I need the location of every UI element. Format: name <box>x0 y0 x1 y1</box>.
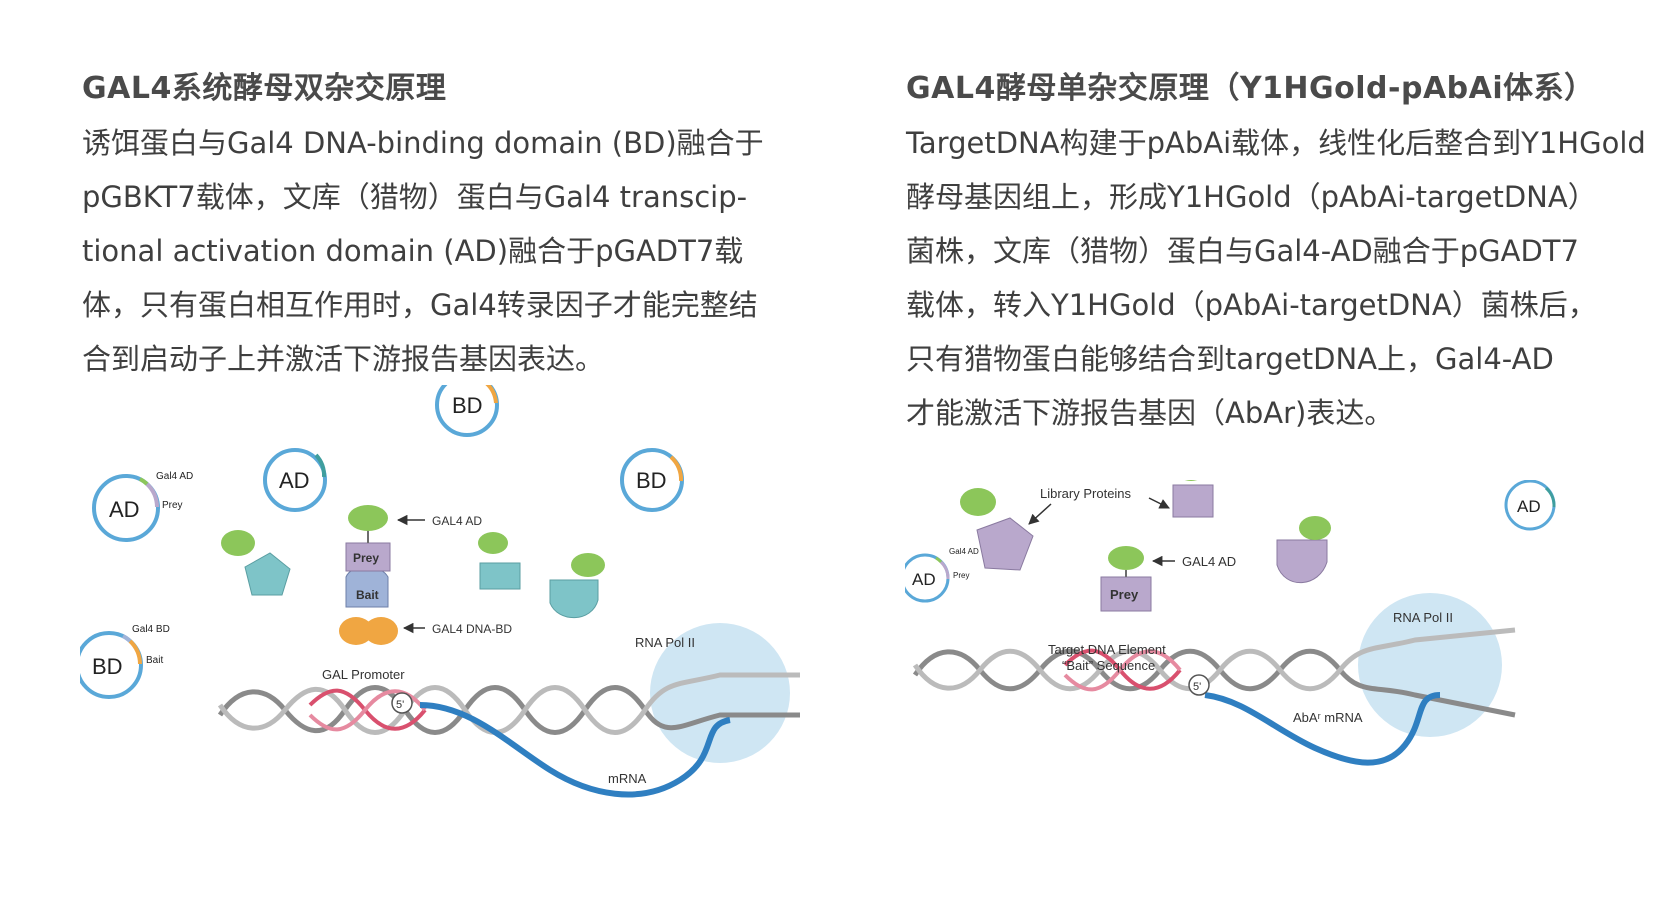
bait-sequence-label: “Bait” Sequence <box>1062 658 1155 673</box>
plasmid-gal4-bd-label: Gal4 BD <box>132 624 170 635</box>
gal4-ad-arrow-label: GAL4 AD <box>432 514 482 528</box>
right-body-line: 载体，转入Y1HGold（pAbAi-targetDNA）菌株后， <box>906 288 1597 322</box>
free-prey-protein <box>549 553 605 619</box>
library-protein <box>1276 516 1331 584</box>
mrna-label: AbAʳ mRNA <box>1293 710 1363 725</box>
left-body-line: 体，只有蛋白相互作用时，Gal4转录因子才能完整结 <box>82 288 758 322</box>
rna-pol-label: RNA Pol II <box>635 635 695 650</box>
promoter-label: GAL Promoter <box>322 667 405 682</box>
left-body-line: tional activation domain (AD)融合于pGADT7载 <box>82 234 744 268</box>
right-body-line: 只有猎物蛋白能够结合到targetDNA上，Gal4-AD <box>906 342 1554 376</box>
prey-protein <box>345 542 391 572</box>
gal4-ad-protein <box>1108 546 1144 570</box>
two-hybrid-diagram: 5' mRNA RNA Pol II GAL Promoter Bait Pre… <box>80 385 800 798</box>
five-prime-marker <box>1188 674 1210 696</box>
plasmid-ad-label: AD <box>1517 497 1541 516</box>
plasmid-ad-label: AD <box>912 570 936 589</box>
plasmid-ad-label: AD <box>109 497 140 522</box>
gal4-ad-arrow-label: GAL4 AD <box>1182 554 1236 569</box>
one-hybrid-diagram: 5' AbAʳ mRNA RNA Pol II Target DNA Eleme… <box>905 480 1556 766</box>
free-prey-protein <box>221 530 291 596</box>
right-column: GAL4酵母单杂交原理（Y1HGold-pAbAi体系） TargetDNA构建… <box>906 62 1646 440</box>
five-prime-label: 5' <box>396 699 404 711</box>
target-element-label: Target DNA Element <box>1048 642 1166 657</box>
right-body-line: 菌株，文库（猎物）蛋白与Gal4-AD融合于pGADT7 <box>906 234 1579 268</box>
gal4-dnabd-arrow-label: GAL4 DNA-BD <box>432 622 512 636</box>
five-prime-label: 5' <box>1193 681 1201 693</box>
rna-pol-label: RNA Pol II <box>1393 610 1453 625</box>
left-body-line: pGBKT7载体，文库（猎物）蛋白与Gal4 transcip- <box>82 180 748 214</box>
right-body-line: TargetDNA构建于pAbAi载体，线性化后整合到Y1HGold <box>906 126 1646 160</box>
gal4-dna-bd-shape <box>364 617 398 645</box>
right-body-line: 才能激活下游报告基因（AbAr)表达。 <box>906 396 1394 430</box>
left-title: GAL4系统酵母双杂交原理 <box>82 71 447 106</box>
prey-label: Prey <box>1110 587 1139 602</box>
plasmid-ad-label: AD <box>279 468 310 493</box>
library-protein <box>1172 480 1214 518</box>
plasmid-bait-label: Bait <box>146 655 163 666</box>
mrna-strand <box>1204 692 1441 766</box>
plasmid-prey-label: Prey <box>953 571 969 580</box>
left-column: GAL4系统酵母双杂交原理 诱饵蛋白与Gal4 DNA-binding doma… <box>82 62 802 386</box>
plasmid-ad <box>263 448 327 512</box>
mrna-strand <box>419 702 731 798</box>
left-body-line: 合到启动子上并激活下游报告基因表达。 <box>82 342 605 376</box>
mrna-label: mRNA <box>608 771 647 786</box>
plasmid-bd-label: BD <box>452 393 483 418</box>
plasmid-gal4-ad-label: Gal4 AD <box>949 547 979 556</box>
library-proteins-label: Library Proteins <box>1040 486 1132 501</box>
plasmid-bd <box>435 385 499 437</box>
left-body-line: 诱饵蛋白与Gal4 DNA-binding domain (BD)融合于 <box>82 126 764 160</box>
prey-label: Prey <box>353 551 379 565</box>
plasmid-ad <box>92 474 160 542</box>
plasmid-bd-label: BD <box>636 468 667 493</box>
free-prey-protein <box>478 532 521 590</box>
gal4-dna-bd-shape <box>339 617 373 645</box>
plasmid-bd <box>80 631 143 699</box>
right-title: GAL4酵母单杂交原理（Y1HGold-pAbAi体系） <box>906 71 1595 106</box>
five-prime-marker <box>391 692 413 714</box>
right-body-line: 酵母基因组上，形成Y1HGold（pAbAi-targetDNA） <box>906 180 1597 214</box>
gal4-ad-protein <box>348 505 388 531</box>
plasmid-prey-label: Prey <box>162 500 183 511</box>
bait-label: Bait <box>356 588 379 602</box>
library-protein <box>960 488 1034 571</box>
plasmid-gal4-ad-label: Gal4 AD <box>156 471 193 482</box>
rna-pol-ii-blob <box>1358 593 1502 737</box>
dna-helix <box>912 627 1516 718</box>
plasmid-bd-label: BD <box>92 654 123 679</box>
